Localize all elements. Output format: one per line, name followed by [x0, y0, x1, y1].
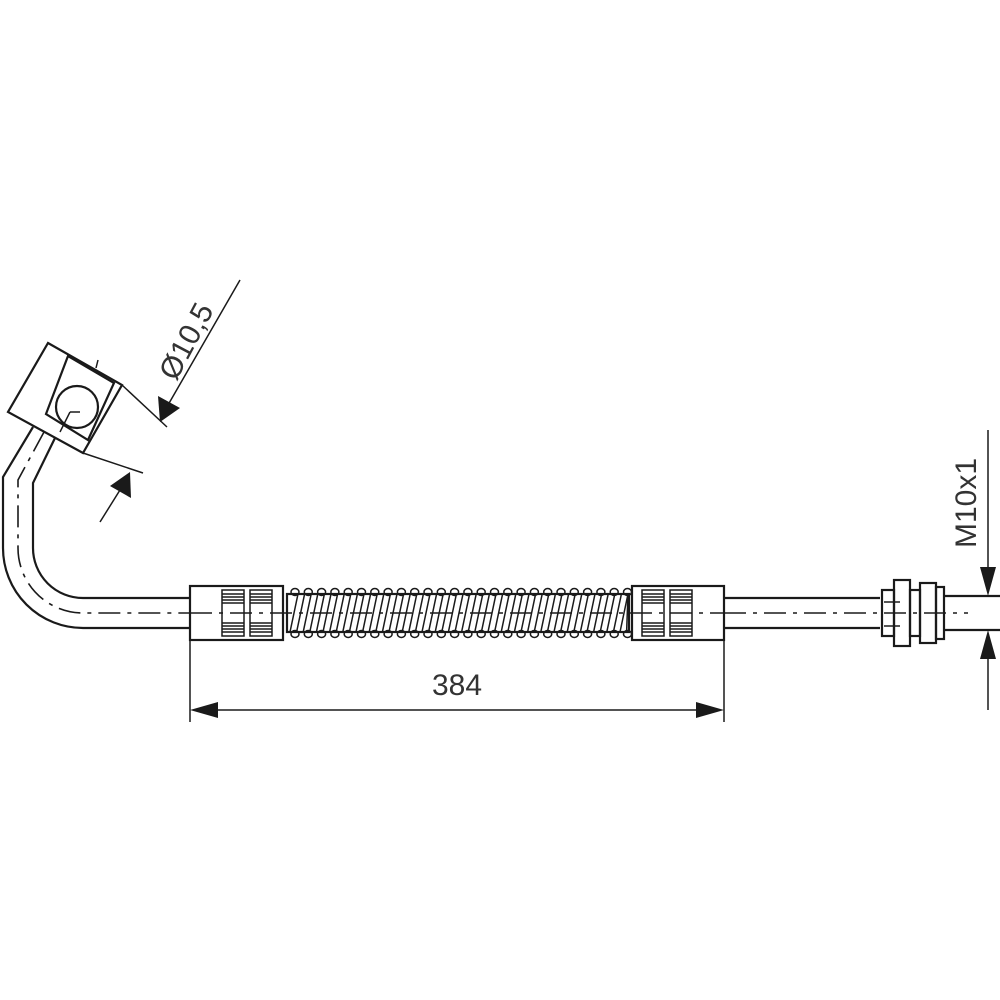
spring-hatch — [460, 593, 471, 633]
spring-hatch — [368, 593, 378, 633]
spring-coil-top — [370, 587, 380, 597]
spring-hatch — [625, 593, 629, 633]
spring-coil-bottom — [343, 629, 353, 639]
spring-coil-top — [356, 587, 367, 597]
spring-coil-bottom — [423, 629, 433, 639]
spring-hatch — [540, 593, 550, 633]
spring-coil-bottom — [409, 629, 420, 639]
right-tube — [724, 594, 1000, 632]
spring-coil-top — [290, 587, 300, 597]
thread-size-label: M10x1 — [950, 458, 983, 548]
spring-coil-bottom — [436, 629, 447, 639]
spring-coil-top — [542, 587, 553, 597]
bent-tube — [1, 426, 190, 630]
spring-hatch — [408, 593, 418, 633]
spring-hatch — [579, 593, 590, 633]
spring-guard — [289, 587, 633, 639]
spring-coil-bottom — [303, 629, 314, 639]
dimension-arrow — [980, 567, 996, 596]
spring-hatch — [493, 593, 504, 633]
thread-dimension: M10x1 — [950, 430, 996, 710]
spring-hatch — [289, 593, 299, 633]
spring-coil-bottom — [370, 629, 380, 639]
spring-coil-top — [316, 587, 327, 597]
dimension-arrow — [158, 396, 180, 422]
spring-coil-bottom — [330, 629, 340, 639]
spring-coil-bottom — [383, 629, 393, 639]
spring-coil-top — [423, 587, 433, 597]
spring-coil-top — [436, 587, 447, 597]
spring-coil-top — [330, 587, 340, 597]
spring-coil-bottom — [622, 629, 633, 639]
spring-coil-bottom — [396, 629, 407, 639]
spring-coil-top — [503, 587, 513, 597]
spring-hatch — [421, 593, 431, 633]
spring-coil-top — [449, 587, 460, 597]
spring-hatch — [381, 593, 392, 633]
spring-hatch — [573, 593, 583, 633]
spring-coil-top — [516, 587, 526, 597]
spring-coil-top — [343, 587, 353, 597]
spring-hatch — [328, 593, 339, 633]
spring-coil-top — [383, 587, 393, 597]
length-dimension: 384 — [189, 640, 725, 722]
flexible-hose — [188, 584, 726, 642]
spring-coil-top — [476, 587, 486, 597]
spring-hatch — [302, 593, 312, 633]
spring-hatch — [619, 593, 629, 633]
dimension-arrow — [190, 702, 218, 718]
dimension-arrow — [980, 630, 996, 659]
spring-coil-top — [303, 587, 314, 597]
tube-nut — [880, 578, 946, 648]
dimension-arrow — [110, 472, 131, 498]
bore-diameter-label: Ø10,5 — [153, 298, 221, 386]
spring-coil-top — [409, 587, 420, 597]
spring-hatch — [533, 593, 543, 633]
bolt-hole — [54, 384, 100, 430]
spring-hatch — [612, 593, 623, 633]
spring-coil-top — [529, 587, 540, 597]
spring-coil-top — [463, 587, 473, 597]
spring-hatch — [342, 593, 352, 633]
spring-coil-top — [396, 587, 407, 597]
length-label: 384 — [432, 669, 482, 702]
spring-coil-bottom — [316, 629, 327, 639]
spring-coil-top — [489, 587, 500, 597]
dimension-arrow — [696, 702, 724, 718]
spring-hatch — [447, 593, 458, 633]
spring-coil-bottom — [290, 629, 300, 639]
banjo-fitting — [6, 341, 124, 455]
spring-hatch — [500, 593, 510, 633]
spring-coil-bottom — [356, 629, 367, 639]
